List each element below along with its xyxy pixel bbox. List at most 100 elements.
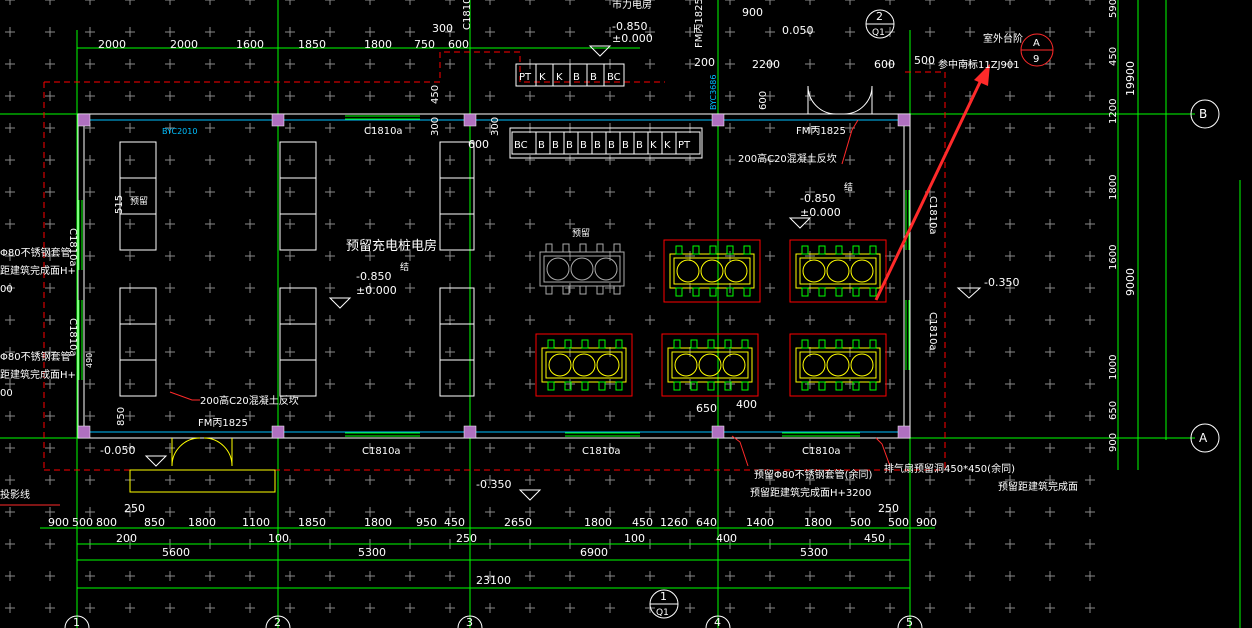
switchgear-label: B — [580, 140, 587, 151]
switchgear-top-label: B — [573, 72, 580, 83]
leader-lines — [0, 119, 891, 506]
room-tag: 结 — [400, 261, 409, 273]
switchgear-top-label: K — [539, 72, 546, 83]
bottom-dim-sub: 400 — [716, 532, 737, 545]
window-c1810-b2: C1810a — [582, 446, 621, 457]
dim-300v: 300 — [430, 117, 441, 136]
section-top-sheet: Q1 — [872, 28, 885, 38]
bottom-dim-value: 1800 — [804, 516, 832, 529]
byc-top: BYC3686 — [709, 75, 718, 110]
bottom-dim-value: 450 — [444, 516, 465, 529]
level-markers — [144, 45, 982, 501]
right-dim-value: 900 — [1108, 433, 1119, 452]
dim-200: 200 — [694, 56, 715, 69]
top-level-0850: -0.850 — [612, 20, 647, 33]
axis-label-a: A — [1199, 431, 1208, 445]
c1810-top-vertical: C1810 — [462, 0, 473, 30]
reserved-center: 预留 — [572, 227, 590, 239]
right-dim-value: 1000 — [1108, 355, 1119, 380]
switchgear-top-label: BC — [607, 72, 621, 83]
bottom-dim-sub: 100 — [268, 532, 289, 545]
switchgear-label: B — [538, 140, 545, 151]
bottom-dim-value: 500 — [72, 516, 93, 529]
dim-total: 23100 — [476, 574, 511, 587]
level-right: -0.850 — [800, 192, 835, 205]
note-curb-top: 200高C20混凝土反坎 — [738, 152, 837, 165]
top-dim-value: 600 — [448, 38, 469, 51]
dim-515: 515 — [114, 195, 125, 214]
window-c1810-b3: C1810a — [802, 446, 841, 457]
reserved-left: 预留 — [130, 195, 148, 207]
dim-250b: 250 — [878, 502, 899, 515]
dim-600-top: 600 — [874, 58, 895, 71]
level-left-bottom: -0.050 — [100, 444, 135, 457]
bottom-dim-value: 900 — [48, 516, 69, 529]
door-fm-top: FM丙1825 — [796, 126, 846, 137]
dim-650: 650 — [696, 402, 717, 415]
note-curb-bottom: 200高C20混凝土反坎 — [200, 394, 299, 407]
level-right2: ±0.000 — [800, 206, 841, 219]
byc-left: BYC2010 — [162, 127, 197, 136]
bottom-axis-label: 4 — [714, 616, 721, 628]
switchgear-label: K — [664, 140, 671, 151]
bottom-dim-value: 1260 — [660, 516, 688, 529]
level-0050: 0.050 — [782, 24, 814, 37]
right-dim-value: 450 — [1108, 47, 1119, 66]
window-c1810-r1: C1810a — [927, 196, 938, 235]
top-dim-value: 2000 — [170, 38, 198, 51]
level-outside-bottom: -0.350 — [476, 478, 511, 491]
bottom-axis-label: 3 — [466, 616, 473, 628]
section-marks — [64, 9, 1220, 628]
bottom-dim-sub: 250 — [456, 532, 477, 545]
section-bottom-sheet: Q1 — [656, 608, 669, 618]
charger-unit — [539, 243, 625, 295]
note-ref: 参中南标11ZJ901 — [938, 58, 1020, 71]
dim-900: 900 — [742, 6, 763, 19]
dim-300v-2: 300 — [490, 117, 501, 136]
bottom-dim-bay: 5300 — [800, 546, 828, 559]
bottom-dim-value: 1400 — [746, 516, 774, 529]
wall-cyan — [84, 119, 904, 433]
top-dim-value: 2000 — [98, 38, 126, 51]
right-dim-value: 1800 — [1108, 175, 1119, 200]
switchgear-label: BC — [514, 140, 528, 151]
bottom-dim-value: 1100 — [242, 516, 270, 529]
bottom-dim-value: 1800 — [188, 516, 216, 529]
switchgear-label: B — [622, 140, 629, 151]
section-right-sheet: 9 — [1033, 54, 1039, 65]
switchgear-label: K — [650, 140, 657, 151]
callout-arrow — [874, 64, 990, 301]
dim-500: 500 — [914, 54, 935, 67]
axis-label-b: B — [1199, 107, 1207, 121]
room-level2: ±0.000 — [356, 284, 397, 297]
switchgear-label: B — [636, 140, 643, 151]
dim-600v: 600 — [758, 91, 769, 110]
switchgear-top-cell — [603, 63, 625, 87]
top-dim-value: 1850 — [298, 38, 326, 51]
bottom-dim-sub: 450 — [864, 532, 885, 545]
dim-400: 400 — [736, 398, 757, 411]
note-outdoor-step: 室外台阶 — [983, 32, 1023, 45]
bottom-dim-value: 1800 — [584, 516, 612, 529]
right-dim-value: 1600 — [1108, 245, 1119, 270]
fm1825-vertical: FM丙1825 — [694, 0, 705, 48]
level-right-tag: 结 — [844, 181, 853, 193]
dim-600-small: 600 — [468, 138, 489, 151]
charger-unit — [789, 239, 887, 303]
doors — [129, 85, 873, 493]
dim-490: 490 — [85, 353, 94, 368]
top-cut-text: 市力电房 — [612, 0, 652, 11]
bottom-dim-value: 450 — [632, 516, 653, 529]
right-dim-value: 650 — [1108, 401, 1119, 420]
note-left6: 00 — [0, 388, 13, 399]
bottom-axis-label: 2 — [274, 616, 281, 628]
bottom-axis-label: 1 — [73, 616, 80, 628]
window-c1810-l2: C1810a — [67, 318, 78, 357]
bottom-dim-value: 900 — [916, 516, 937, 529]
